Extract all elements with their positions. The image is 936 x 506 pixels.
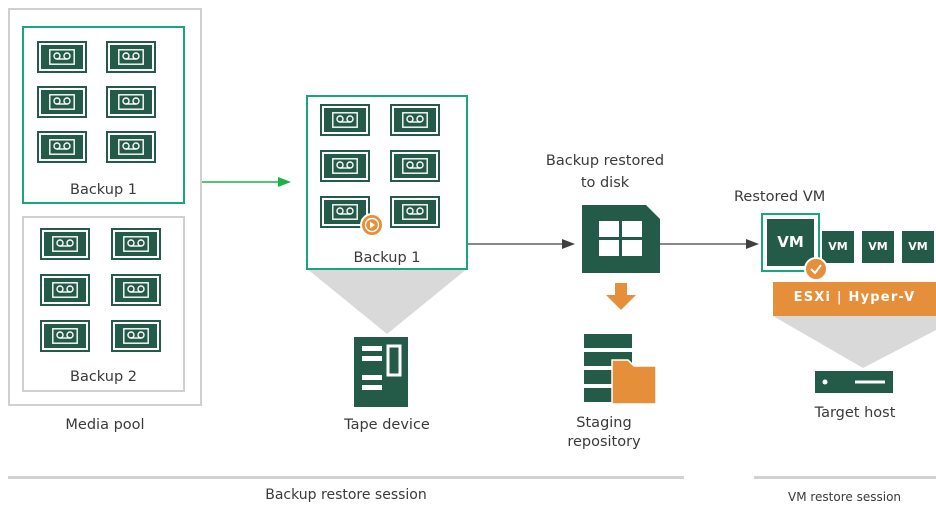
- vm-restore-session-label: VM restore session: [788, 490, 902, 504]
- vm-4: VM: [902, 231, 934, 263]
- tape-device-label: Tape device: [344, 417, 430, 433]
- media-pool-backup2-label: Backup 2: [70, 369, 137, 385]
- restore-play-icon: [360, 213, 384, 237]
- target-host-label: Target host: [814, 405, 896, 421]
- restore-arrow-icon: [468, 239, 575, 249]
- staging-label-line1: Staging: [576, 415, 632, 431]
- target-host-funnel: [773, 316, 936, 368]
- tape-cartridge-icon: [390, 196, 440, 228]
- check-icon: [804, 257, 828, 281]
- vm-3: VM: [862, 231, 894, 263]
- tape-cartridge-icon: [111, 228, 161, 260]
- staging-label-line2: repository: [567, 434, 641, 450]
- tape-cartridge-icon: [40, 228, 90, 260]
- tape-cartridge-icon: [37, 86, 87, 118]
- backup-restore-session-label: Backup restore session: [265, 487, 427, 503]
- tape-cartridge-icon: [37, 41, 87, 73]
- vm-restore-session-line: [754, 476, 936, 479]
- media-pool-label: Media pool: [65, 417, 145, 433]
- tape-device-backup1-label: Backup 1: [353, 250, 421, 266]
- media-pool-backup1-label: Backup 1: [70, 182, 137, 198]
- backup-file-icon: [582, 205, 660, 273]
- restored-vm-label: Restored VM: [734, 189, 826, 205]
- transfer-arrow-icon: [202, 177, 291, 187]
- tape-cartridge-icon: [106, 41, 156, 73]
- tape-cartridge-icon: [320, 104, 370, 136]
- media-pool-container: [8, 8, 202, 406]
- vm-2: VM: [822, 231, 854, 263]
- tape-cartridge-icon: [37, 131, 87, 163]
- tape-device-funnel: [306, 268, 468, 334]
- media-pool-backup2-box: [22, 216, 185, 392]
- backup-restored-label-line2: to disk: [580, 175, 630, 191]
- server-icon: [815, 371, 893, 393]
- tape-cartridge-icon: [111, 274, 161, 306]
- restored-vm: VM: [767, 219, 814, 266]
- hypervisor-label: ESXi | Hyper-V: [793, 290, 916, 305]
- down-arrow-icon: [606, 283, 636, 310]
- hypervisor-bar: [773, 282, 936, 316]
- tape-cartridge-icon: [320, 150, 370, 182]
- tape-cartridge-icon: [106, 131, 156, 163]
- media-pool-backup1-box: [22, 26, 185, 204]
- backup-restore-session-line: [8, 476, 684, 479]
- tape-cartridge-icon: [390, 104, 440, 136]
- tape-drive-icon: [354, 337, 408, 407]
- restore-vm-arrow-icon: [660, 239, 759, 249]
- backup-restored-label-line1: Backup restored: [545, 153, 665, 169]
- tape-cartridge-icon: [40, 274, 90, 306]
- tape-cartridge-icon: [390, 150, 440, 182]
- tape-cartridge-icon: [106, 86, 156, 118]
- tape-cartridge-icon: [111, 320, 161, 352]
- tape-cartridge-icon: [40, 320, 90, 352]
- repository-icon: [584, 334, 657, 405]
